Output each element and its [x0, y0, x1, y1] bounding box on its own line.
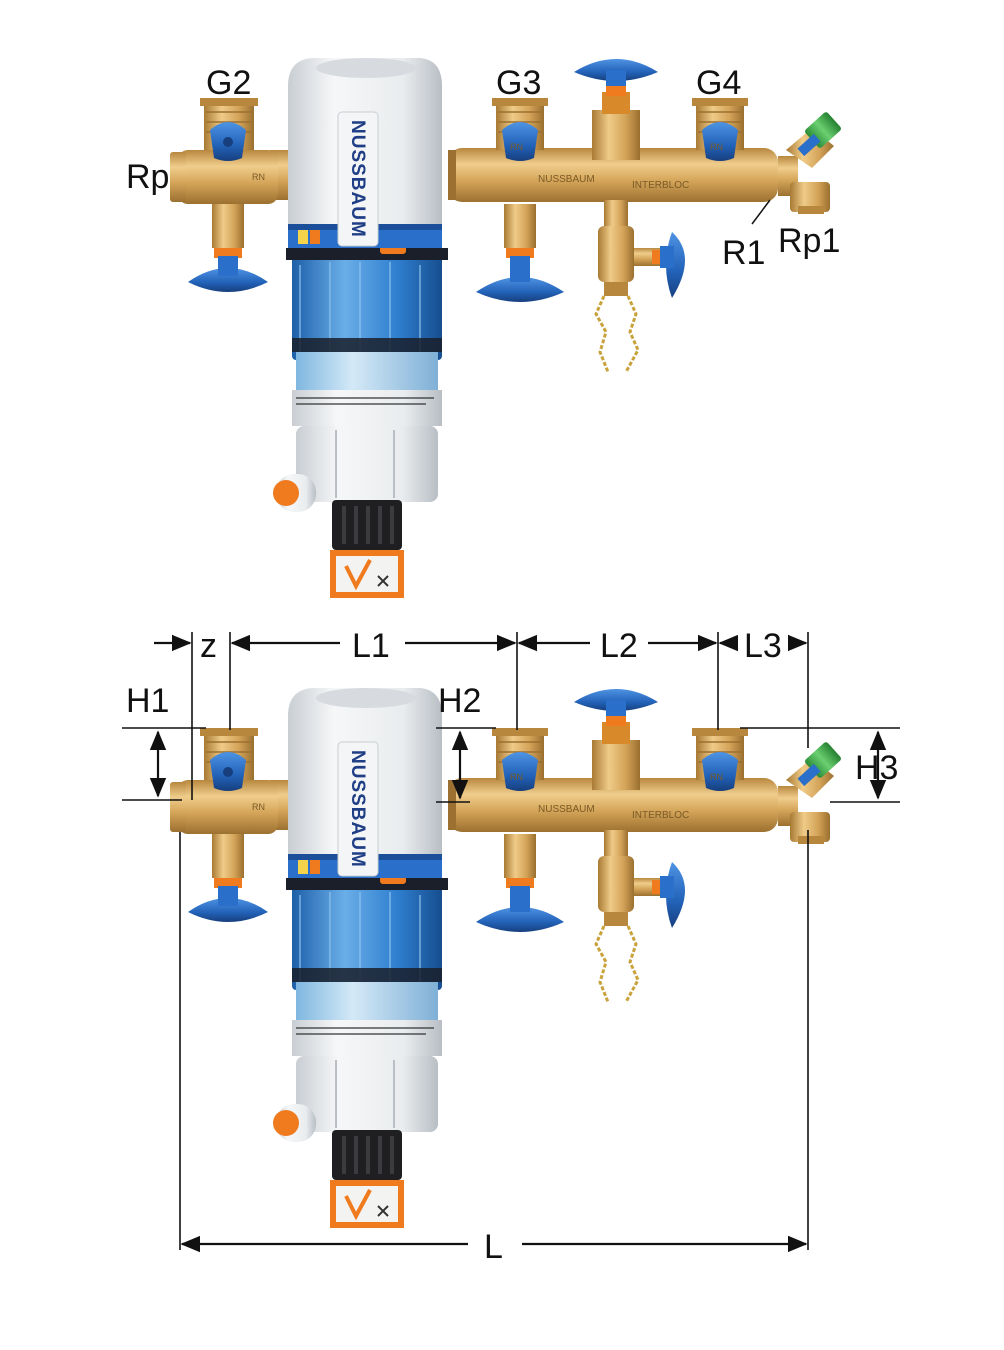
label-l1: L1	[352, 627, 390, 665]
label-l2: L2	[600, 627, 638, 665]
label-g3: G3	[496, 64, 541, 102]
dimension-lines	[122, 632, 900, 1253]
label-g4: G4	[696, 64, 741, 102]
label-g2: G2	[206, 64, 251, 102]
label-l: L	[484, 1228, 503, 1266]
top-assembly-illustration	[168, 56, 845, 600]
label-rp1: Rp1	[778, 222, 840, 260]
label-r1: R1	[722, 234, 765, 272]
label-h3: H3	[855, 749, 898, 787]
dimension-assembly-illustration	[168, 686, 845, 1230]
label-z: z	[200, 627, 217, 665]
r1-leader-line	[751, 199, 771, 225]
label-rp: Rp	[126, 158, 169, 196]
label-h2: H2	[438, 682, 481, 720]
label-h1: H1	[126, 682, 169, 720]
label-l3: L3	[744, 627, 782, 665]
